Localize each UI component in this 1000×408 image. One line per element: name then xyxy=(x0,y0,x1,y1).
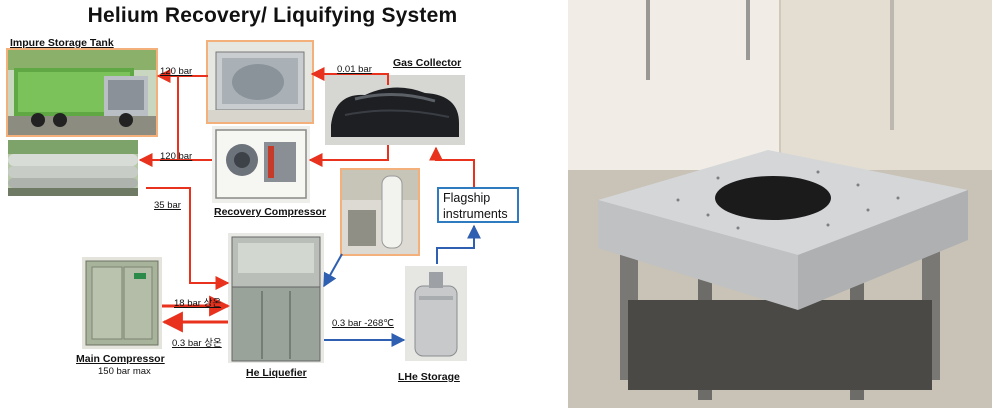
pressure-label-120-mid: 120 bar xyxy=(160,151,193,162)
main-compressor-label: Main Compressor xyxy=(76,353,165,365)
pressure-label-03: 0.3 bar 상온 xyxy=(172,338,222,349)
helium-dewar-tower-photo xyxy=(340,168,420,256)
granite-isolation-table-photo xyxy=(568,0,992,408)
recovery-compressor-photo xyxy=(212,126,310,203)
flow-gas-collector-to-recovery xyxy=(308,145,389,167)
he-liquefier-photo xyxy=(228,233,324,363)
pressure-label-120-top: 120 bar xyxy=(160,66,193,77)
flow-dewar-to-liquefier xyxy=(323,253,343,288)
recovery-compressor-label: Recovery Compressor xyxy=(214,206,327,218)
pressure-label-35: 35 bar xyxy=(154,200,181,211)
flow-lhe-to-flagship xyxy=(436,224,481,264)
diagram-title: Helium Recovery/ Liquifying System xyxy=(87,4,458,27)
flow-gas-collector-to-compressor xyxy=(310,67,389,85)
lhe-storage-label: LHe Storage xyxy=(398,371,460,383)
flow-flagship-to-gas-collector xyxy=(429,146,475,187)
compressor-top-photo xyxy=(206,40,314,124)
tube-trailer-photo xyxy=(8,140,138,196)
flow-tube-trailer-to-liquefier xyxy=(146,187,230,290)
pressure-label-18: 18 bar 상온 xyxy=(174,298,222,309)
gas-collector-photo xyxy=(325,75,465,145)
pressure-label-001: 0.01 bar xyxy=(337,64,372,75)
main-compressor-photo xyxy=(82,257,162,349)
main-compressor-spec: 150 bar max xyxy=(98,366,151,377)
lhe-storage-photo xyxy=(405,266,467,361)
flagship-instruments-box: Flagship instruments xyxy=(437,187,519,223)
pressure-label-03-268: 0.3 bar -268℃ xyxy=(332,318,394,329)
impure-storage-tank-photo xyxy=(6,48,158,137)
impure-storage-tank-label: Impure Storage Tank xyxy=(10,37,114,49)
he-liquefier-label: He Liquefier xyxy=(246,367,307,379)
flow-arrows xyxy=(138,67,481,347)
gas-collector-label: Gas Collector xyxy=(393,57,462,69)
